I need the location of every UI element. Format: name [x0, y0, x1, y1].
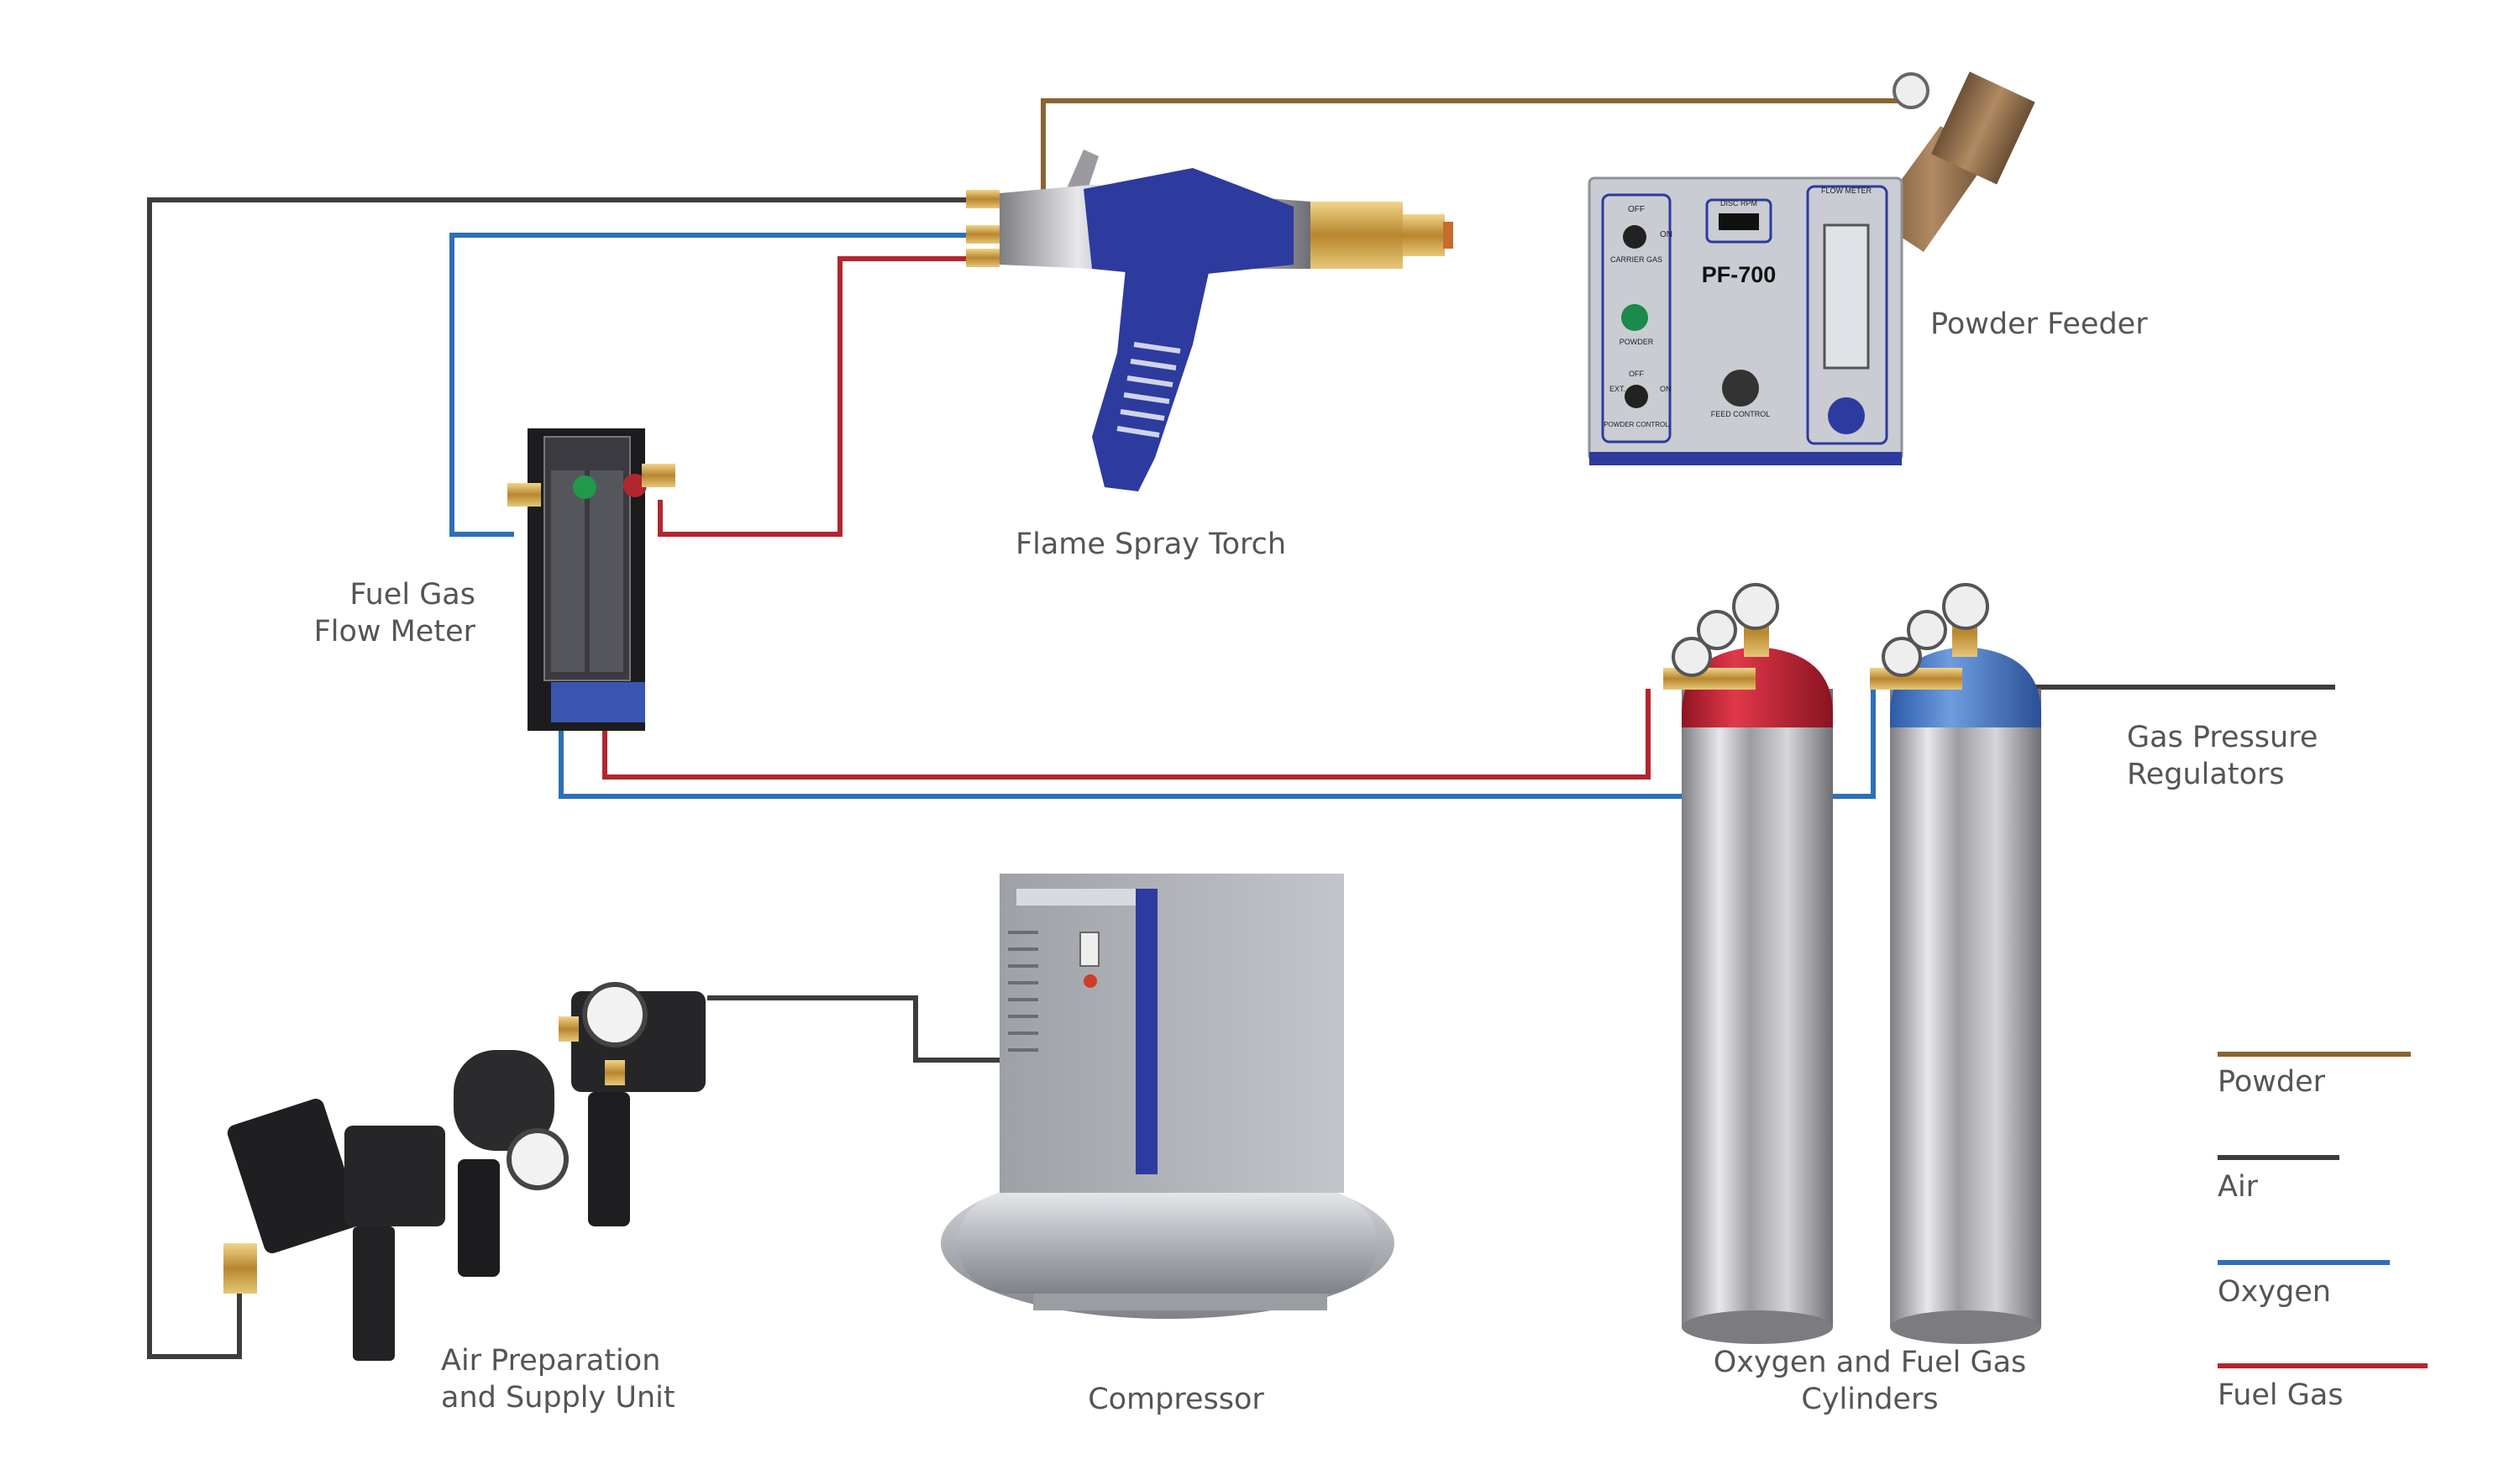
- gauge-icon: [1893, 72, 1929, 109]
- legend-swatch-powder: [2218, 1052, 2411, 1057]
- oxygen-line-torch: [449, 233, 974, 537]
- powder-feeder: OFF ON CARRIER GAS POWDER OFF EXT. ON PO…: [1588, 71, 2035, 465]
- pf-label-off: OFF: [1628, 205, 1645, 214]
- pressure-gauge-icon: [582, 982, 648, 1047]
- gauge-icon: [1882, 637, 1922, 677]
- pf-model-label: PF-700: [1702, 262, 1777, 287]
- gauge-icon: [1907, 610, 1947, 650]
- gas-pressure-regulators: [1663, 583, 1989, 690]
- pf-label-carrier-gas: CARRIER GAS: [1610, 255, 1662, 264]
- compressor-label: Compressor: [1088, 1383, 1264, 1416]
- air-preparation-unit: [223, 982, 706, 1361]
- air-unit-label-line2: and Supply Unit: [441, 1381, 675, 1415]
- legend-swatch-fuel-gas: [2218, 1363, 2428, 1368]
- powder-feeder-label: Powder Feeder: [1930, 307, 2148, 341]
- pf-label-powder: POWDER: [1620, 338, 1654, 346]
- pf-label-disc-rpm: DISC RPM: [1720, 199, 1757, 207]
- flow-meter-label-line1: Fuel Gas: [349, 578, 475, 612]
- flow-meter-label-line2: Flow Meter: [313, 615, 475, 648]
- pf-label-on: ON: [1660, 230, 1672, 239]
- legend-label-powder: Powder: [2218, 1065, 2326, 1099]
- pressure-gauge-icon: [507, 1128, 569, 1190]
- red-valve-icon: [623, 474, 647, 497]
- gauge-icon: [1697, 610, 1737, 650]
- air-line-torch: [147, 197, 974, 1359]
- pf-label-on-2: ON: [1660, 385, 1672, 393]
- legend-swatch-air: [2218, 1155, 2339, 1160]
- legend-label-fuel-gas: Fuel Gas: [2218, 1378, 2344, 1412]
- compressor: [941, 874, 1394, 1319]
- flow-knob-icon: [1828, 397, 1865, 434]
- fuel-gas-line-cylinder: [602, 689, 1651, 780]
- pf-label-powder-control: POWDER CONTROL: [1604, 421, 1669, 428]
- regulators-label: Gas Pressure Regulators: [2127, 719, 2318, 793]
- air-line-compressor: [707, 995, 1006, 1063]
- fuel-gas-flow-meter: [507, 428, 675, 731]
- air-unit-label: Air Preparation and Supply Unit: [441, 1342, 675, 1416]
- feed-control-knob-icon: [1722, 370, 1759, 407]
- cylinders-label: Oxygen and Fuel Gas Cylinders: [1693, 1344, 2046, 1418]
- pf-label-ext: EXT.: [1609, 385, 1625, 393]
- regulators-label-line1: Gas Pressure: [2127, 721, 2318, 754]
- cylinders-label-line1: Oxygen and Fuel Gas: [1713, 1346, 2027, 1379]
- stop-button-icon: [1084, 974, 1097, 988]
- gauge-icon: [1732, 583, 1779, 630]
- pf-label-off-2: OFF: [1629, 370, 1644, 378]
- legend-swatch-oxygen: [2218, 1260, 2390, 1265]
- pf-label-flow-meter: FLOW METER: [1821, 186, 1872, 195]
- oxygen-line-cylinder: [559, 682, 1876, 799]
- flame-spray-torch: [966, 150, 1453, 491]
- gas-cylinders: [1682, 647, 2041, 1344]
- knob-icon: [1623, 225, 1646, 249]
- torch-label: Flame Spray Torch: [1015, 528, 1287, 561]
- flow-meter-label: Fuel Gas Flow Meter: [252, 576, 475, 650]
- cylinders-label-line2: Cylinders: [1801, 1383, 1939, 1416]
- green-valve-icon: [573, 475, 596, 499]
- gauge-icon: [1672, 637, 1712, 677]
- legend-label-oxygen: Oxygen: [2218, 1275, 2331, 1309]
- pf-label-feed-control: FEED CONTROL: [1711, 410, 1771, 418]
- green-button-icon: [1621, 304, 1648, 331]
- legend-label-air: Air: [2218, 1170, 2259, 1204]
- air-unit-label-line1: Air Preparation: [441, 1344, 661, 1378]
- gauge-icon: [1942, 583, 1989, 630]
- knob-icon: [1625, 385, 1648, 408]
- fuel-gas-line-torch: [658, 256, 974, 537]
- regulators-label-line2: Regulators: [2127, 758, 2285, 791]
